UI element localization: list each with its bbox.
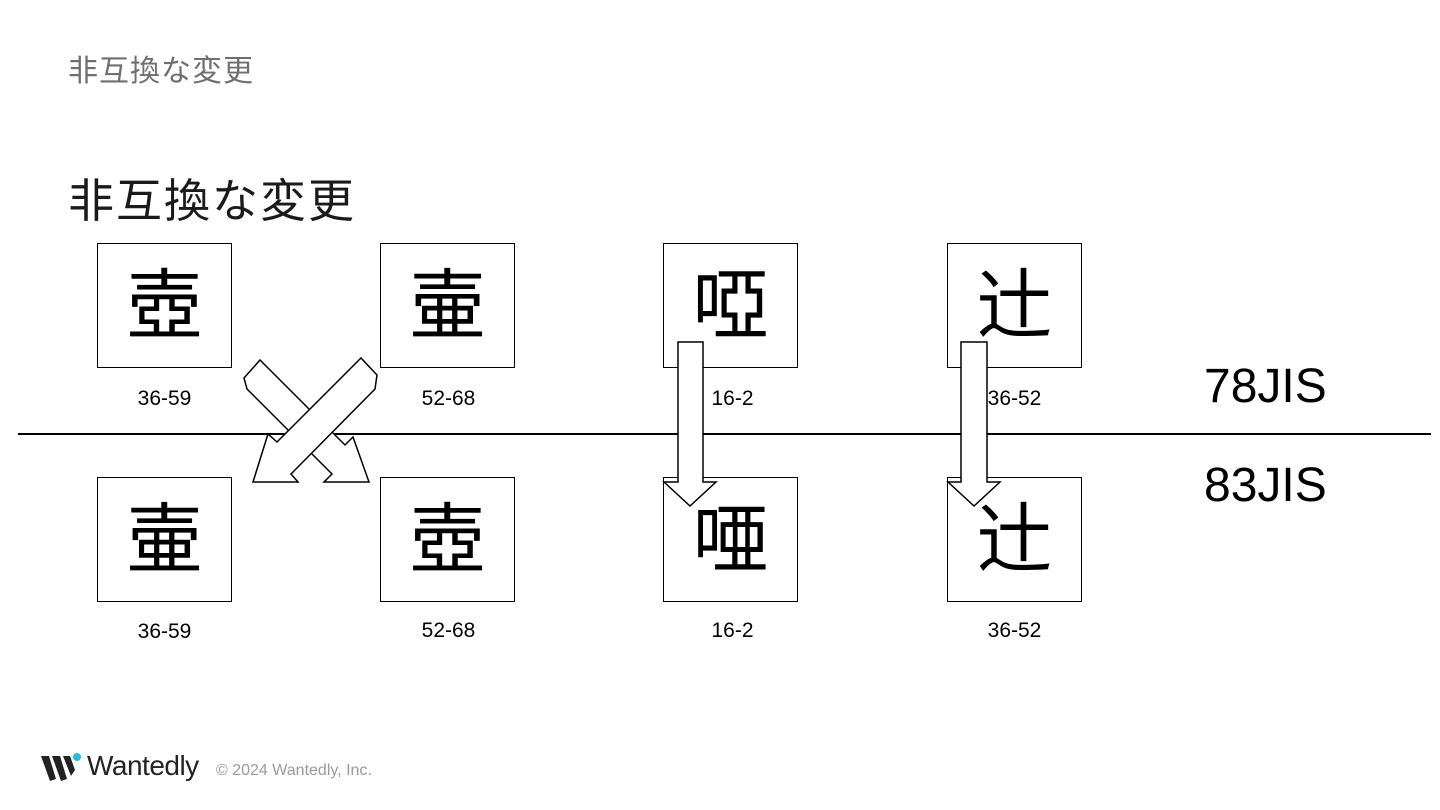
wantedly-logo-icon [41,753,81,781]
bottom-code-label-1: 36-59 [137,620,192,643]
jis-version-divider [18,433,1431,435]
header-title: 非互換な変更 [68,54,254,89]
bottom-glyph-box-2: 壺 [380,477,515,602]
bottom-glyph-box-1: 壷 [97,477,232,602]
bottom-glyph-box-3: 唖 [663,477,798,602]
footer-copyright: © 2024 Wantedly, Inc. [216,762,372,779]
top-code-label-4: 36-52 [987,387,1042,410]
top-code-label-3: 16-2 [711,387,754,410]
version-label-83jis: 83JIS [1204,459,1327,512]
top-code-label-2: 52-68 [421,387,476,410]
footer-brand: Wantedly [87,750,199,781]
top-code-label-1: 36-59 [137,387,192,410]
bottom-code-label-2: 52-68 [421,619,476,642]
down-arrow-36-52 [946,341,1002,508]
bottom-code-label-3: 16-2 [711,619,754,642]
slide-title: 非互換な変更 [68,174,356,228]
version-label-78jis: 78JIS [1204,360,1327,413]
top-glyph-box-2: 壷 [380,243,515,368]
bottom-code-label-4: 36-52 [987,619,1042,642]
logo-dot [73,753,81,761]
cross-arrow-down-left [251,356,378,483]
down-arrow-16-2 [662,341,718,508]
top-glyph-box-1: 壺 [97,243,232,368]
